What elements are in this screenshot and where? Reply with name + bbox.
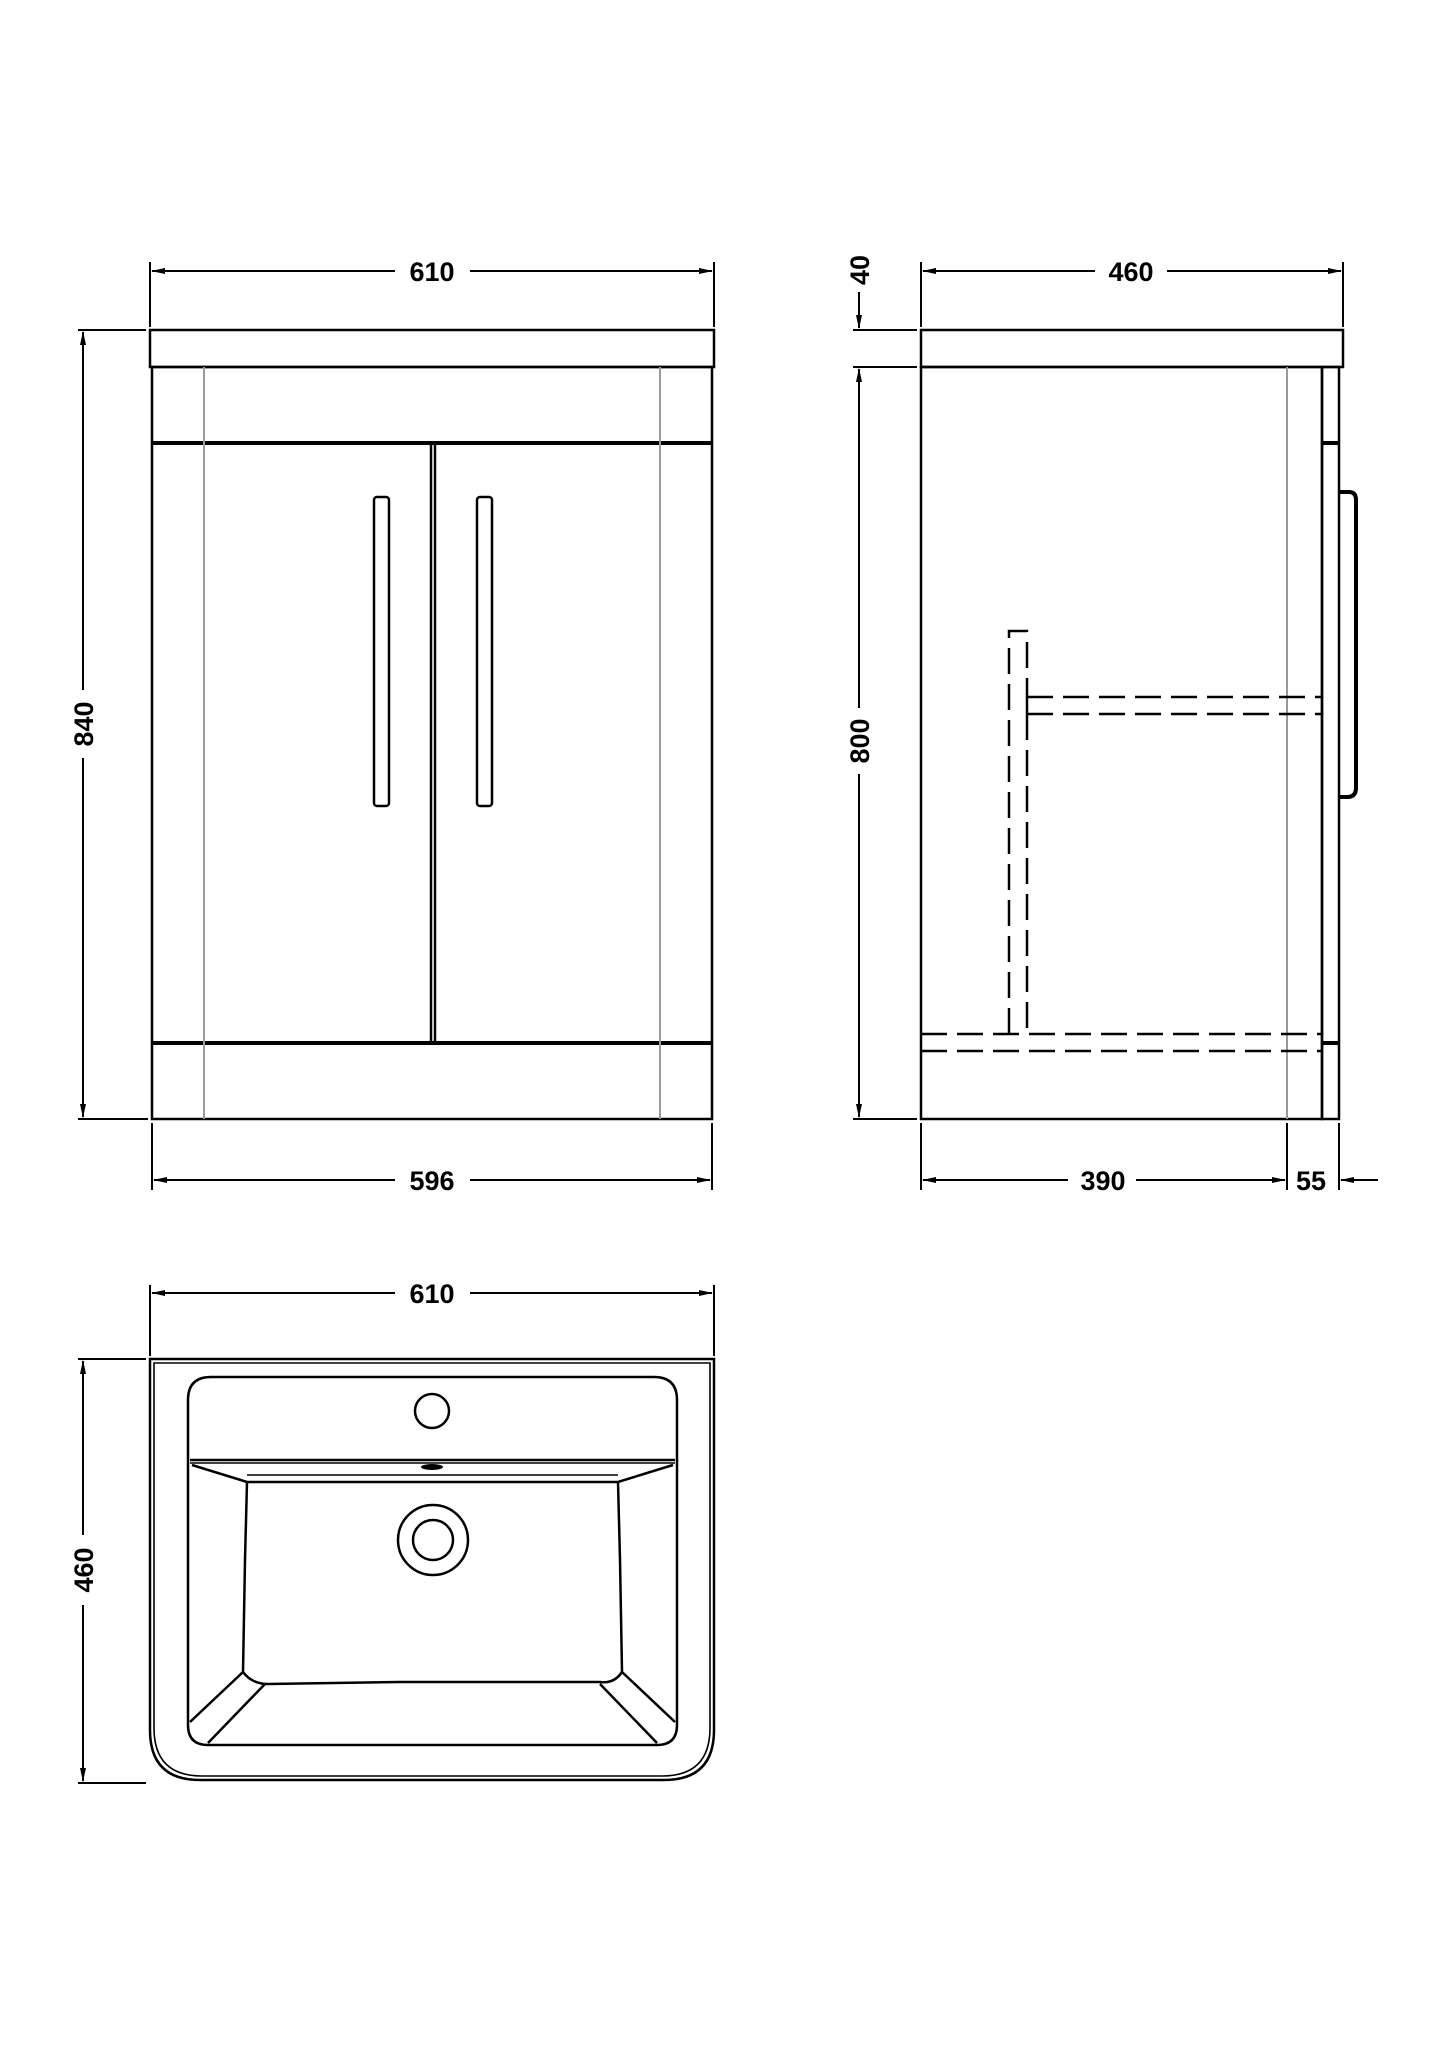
dim-basin-depth: 460	[69, 1547, 99, 1592]
bowl-floor-edge	[242, 1671, 624, 1686]
dim-front-width-top: 610	[409, 257, 454, 287]
tap-hole	[413, 1392, 451, 1430]
hidden-partition	[1007, 629, 1029, 1034]
basin-top-side	[919, 328, 1345, 369]
cabinet-body-front	[150, 365, 714, 1121]
door-handle-left	[372, 495, 391, 808]
door-profile	[1320, 365, 1341, 1121]
side-view: 460 40 800 390 55	[845, 255, 1378, 1196]
waste-inner	[411, 1518, 455, 1562]
overflow-slot	[421, 1464, 443, 1470]
basin-outline-inner	[153, 1362, 711, 1777]
bowl-chamfer-top	[191, 1463, 674, 1484]
dim-front-width-bottom: 596	[409, 1166, 454, 1196]
front-view: 610 596 840	[69, 257, 716, 1196]
cabinet-body-side	[919, 365, 1324, 1121]
basin-outline	[148, 1357, 716, 1782]
bowl-corner-right-a	[621, 1671, 676, 1723]
bowl-corner-left-b	[207, 1683, 266, 1744]
dim-front-height: 840	[69, 701, 99, 746]
door-handle-right	[475, 495, 494, 808]
bowl-inner-wall-right	[616, 1481, 624, 1673]
dim-door-projection: 55	[1296, 1166, 1326, 1196]
dim-basin-width: 610	[409, 1279, 454, 1309]
bowl-inner-wall-left	[241, 1481, 249, 1673]
basin-plan-view: 610 460	[69, 1279, 716, 1784]
waste-outer	[396, 1503, 470, 1577]
dim-basin-thickness: 40	[845, 255, 875, 285]
basin-top-front	[148, 328, 716, 369]
dim-side-depth-top: 460	[1108, 257, 1153, 287]
dim-side-height: 800	[845, 718, 875, 763]
tap-deck	[186, 1375, 679, 1462]
bowl-corner-left-a	[189, 1671, 244, 1723]
door-handle-side	[1339, 490, 1358, 799]
dim-carcass-depth: 390	[1080, 1166, 1125, 1196]
bowl-outline	[186, 1462, 679, 1747]
bowl-corner-right-b	[599, 1683, 658, 1744]
